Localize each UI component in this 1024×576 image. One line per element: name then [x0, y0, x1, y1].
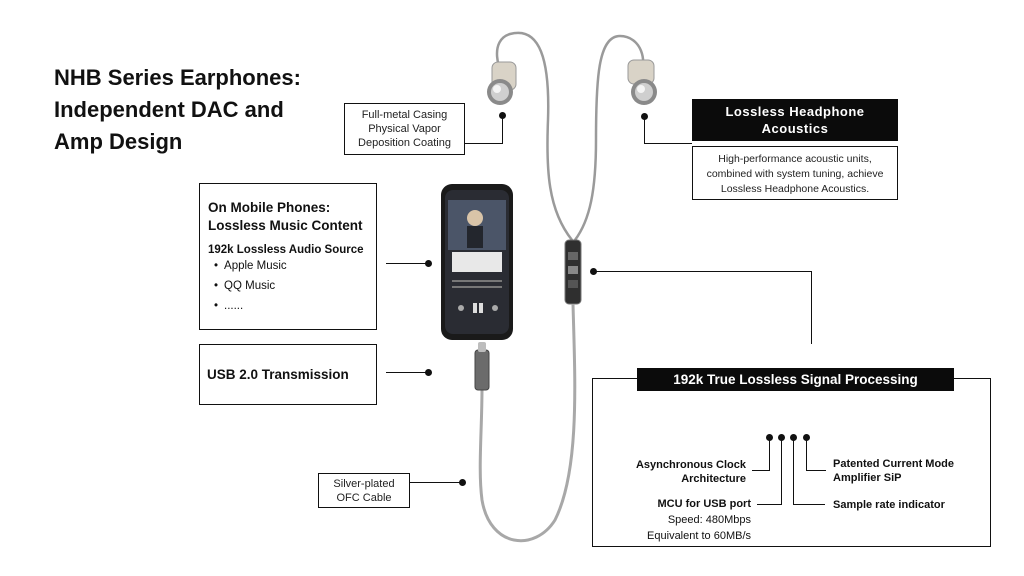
usb-c-plug [474, 342, 490, 391]
amp-line-2: Amplifier SiP [833, 472, 902, 484]
sample-label: Sample rate indicator [833, 499, 945, 511]
cable-dot [459, 479, 466, 486]
list-item: QQ Music [208, 276, 368, 296]
cable-line-1: Silver-plated [333, 478, 395, 490]
clock-connector-vertical [769, 438, 770, 471]
clock-label: Asynchronous Clock Architecture [620, 458, 746, 486]
list-item: ...... [208, 296, 368, 316]
main-cable [478, 303, 577, 543]
right-wire [573, 34, 645, 241]
mobile-title: On Mobile Phones: Lossless Music Content [208, 199, 368, 235]
amp-dot [803, 434, 810, 441]
mobile-dot [425, 260, 432, 267]
dac-connector-vertical [811, 271, 812, 344]
mcu-connector [757, 504, 782, 505]
sample-connector-vertical [793, 438, 794, 505]
acoustics-connector [644, 143, 692, 144]
casing-line-2: Physical Vapor [368, 123, 441, 135]
usb-label: USB 2.0 Transmission [207, 367, 349, 382]
mobile-title-line-2: Lossless Music Content [208, 218, 363, 233]
mobile-subtitle: 192k Lossless Audio Source [208, 244, 364, 256]
usb-dot [425, 369, 432, 376]
title-line-1: NHB Series Earphones: [54, 65, 301, 90]
dac-connector-horizontal [593, 271, 812, 272]
list-item: Apple Music [208, 256, 368, 276]
casing-connector-vertical [502, 116, 503, 144]
acoustics-heading-line-1: Lossless Headphone [725, 104, 865, 119]
mobile-phones-box: On Mobile Phones: Lossless Music Content… [199, 183, 377, 330]
acoustics-desc-line-2: combined with system tuning, achieve [706, 168, 884, 180]
acoustics-connector-vertical [644, 116, 645, 143]
page-title: NHB Series Earphones: Independent DAC an… [54, 62, 384, 158]
cable-connector [410, 482, 462, 483]
mcu-label: MCU for USB port Speed: 480Mbps Equivale… [600, 497, 751, 543]
mcu-speed: Speed: 480Mbps [667, 514, 751, 526]
clock-dot [766, 434, 773, 441]
left-wire [495, 31, 573, 241]
signal-processing-heading: 192k True Lossless Signal Processing [637, 368, 954, 391]
clock-connector [752, 470, 770, 471]
amp-connector-vertical [806, 438, 807, 471]
casing-dot [499, 112, 506, 119]
acoustics-desc-line-3: Lossless Headphone Acoustics. [720, 183, 870, 195]
left-earbud [487, 61, 517, 105]
acoustics-desc-line-1: High-performance acoustic units, [718, 153, 872, 165]
casing-line-1: Full-metal Casing [361, 109, 448, 121]
usb-transmission-box: USB 2.0 Transmission [199, 344, 377, 405]
right-earbud [627, 59, 657, 105]
casing-label-box: Full-metal Casing Physical Vapor Deposit… [344, 103, 465, 155]
clock-line-2: Architecture [681, 473, 746, 485]
acoustics-heading: Lossless Headphone Acoustics [692, 99, 898, 141]
usb-connector [386, 372, 428, 373]
acoustics-heading-line-2: Acoustics [761, 121, 829, 136]
title-line-2: Independent DAC and [54, 97, 284, 122]
mcu-equivalent: Equivalent to 60MB/s [647, 530, 751, 542]
inline-dac-module [564, 239, 582, 305]
phone-illustration [441, 184, 513, 340]
amp-line-1: Patented Current Mode [833, 458, 955, 470]
casing-line-3: Deposition Coating [358, 137, 451, 149]
signal-processing-box [592, 378, 991, 547]
mobile-connector [386, 263, 428, 264]
amp-connector [806, 470, 826, 471]
mobile-title-line-1: On Mobile Phones: [208, 200, 331, 215]
sample-connector [793, 504, 825, 505]
mcu-dot [778, 434, 785, 441]
mcu-title: MCU for USB port [657, 498, 752, 510]
cable-line-2: OFC Cable [336, 492, 392, 504]
amp-label: Patented Current Mode Amplifier SiP [833, 457, 983, 485]
casing-connector [465, 143, 503, 144]
cable-label-box: Silver-plated OFC Cable [318, 473, 410, 508]
title-line-3: Amp Design [54, 129, 183, 154]
acoustics-description-box: High-performance acoustic units, combine… [692, 146, 898, 200]
sample-dot [790, 434, 797, 441]
mcu-connector-vertical [781, 438, 782, 505]
clock-line-1: Asynchronous Clock [635, 459, 746, 471]
